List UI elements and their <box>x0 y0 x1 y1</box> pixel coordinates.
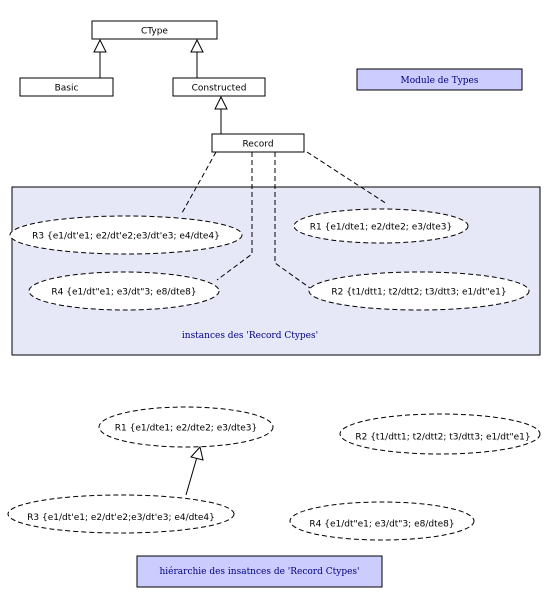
module-types-label: Module de Types <box>401 76 479 86</box>
link-record-r3 <box>181 151 217 214</box>
hierarchy-r4-label: R4 {e1/dt"e1; e3/dt"3; e8/dte8} <box>309 520 454 530</box>
instance-r1[interactable]: R1 {e1/dte1; e2/dte2; e3/dte3} <box>293 208 469 244</box>
constructed-class-label: Constructed <box>192 84 247 94</box>
link-record-r2 <box>274 152 311 289</box>
inheritance-constructed-ctype <box>190 38 204 78</box>
hierarchy-r3[interactable]: R3 {e1/dt'e1; e2/dt'e2;e3/dt'e3; e4/dte4… <box>7 494 235 534</box>
hierarchy-r1[interactable]: R1 {e1/dte1; e2/dte2; e3/dte3} <box>98 406 274 448</box>
instances-panel: instances des 'Record Ctypes' <box>11 186 541 356</box>
hierarchy-label-box: hiérarchie des insatnces de 'Record Ctyp… <box>136 555 383 588</box>
instance-r4-label: R4 {e1/dt"e1; e3/dt"3; e8/dte8} <box>51 288 196 298</box>
instance-links <box>181 151 388 289</box>
constructed-class-box[interactable]: Constructed <box>172 77 266 97</box>
hierarchy-r1-label: R1 {e1/dte1; e2/dte2; e3/dte3} <box>115 424 257 434</box>
basic-class-box[interactable]: Basic <box>19 77 114 97</box>
instance-r2-label: R2 {t1/dtt1; t2/dtt2; t3/dtt3; e1/dt"e1} <box>331 288 506 298</box>
ctype-class-label: CType <box>141 27 168 37</box>
instances-panel-label: instances des 'Record Ctypes' <box>182 331 318 341</box>
record-class-box[interactable]: Record <box>211 133 305 153</box>
instance-r3[interactable]: R3 {e1/dt'e1; e2/dt'e2;e3/dt'e3; e4/dte4… <box>9 215 243 255</box>
inheritance-record-constructed <box>214 95 228 134</box>
hierarchy-r3-label: R3 {e1/dt'e1; e2/dt'e2;e3/dt'e3; e4/dte4… <box>27 513 215 523</box>
ctype-class-box[interactable]: CType <box>91 20 218 40</box>
instance-r3-label: R3 {e1/dt'e1; e2/dt'e2;e3/dt'e3; e4/dte4… <box>32 232 220 242</box>
instance-r1-label: R1 {e1/dte1; e2/dte2; e3/dte3} <box>310 223 452 233</box>
hierarchy-r2-label: R2 {t1/dtt1; t2/dtt2; t3/dtt3; e1/dt"e1} <box>355 433 530 443</box>
basic-class-label: Basic <box>55 84 79 94</box>
record-class-label: Record <box>242 140 273 150</box>
hierarchy-r4[interactable]: R4 {e1/dt"e1; e3/dt"3; e8/dte8} <box>289 501 475 541</box>
instance-r4[interactable]: R4 {e1/dt"e1; e3/dt"3; e8/dte8} <box>28 271 220 311</box>
link-record-r4 <box>216 152 253 281</box>
instance-r2[interactable]: R2 {t1/dtt1; t2/dtt2; t3/dtt3; e1/dt"e1} <box>308 271 530 311</box>
hierarchy-r2[interactable]: R2 {t1/dtt1; t2/dtt2; t3/dtt3; e1/dt"e1} <box>339 413 541 455</box>
module-types-box: Module de Types <box>356 68 523 91</box>
hierarchy-label: hiérarchie des insatnces de 'Record Ctyp… <box>159 566 359 577</box>
inheritance-basic-ctype <box>93 38 107 78</box>
hierarchy-inheritance-r3-r1 <box>185 445 204 496</box>
